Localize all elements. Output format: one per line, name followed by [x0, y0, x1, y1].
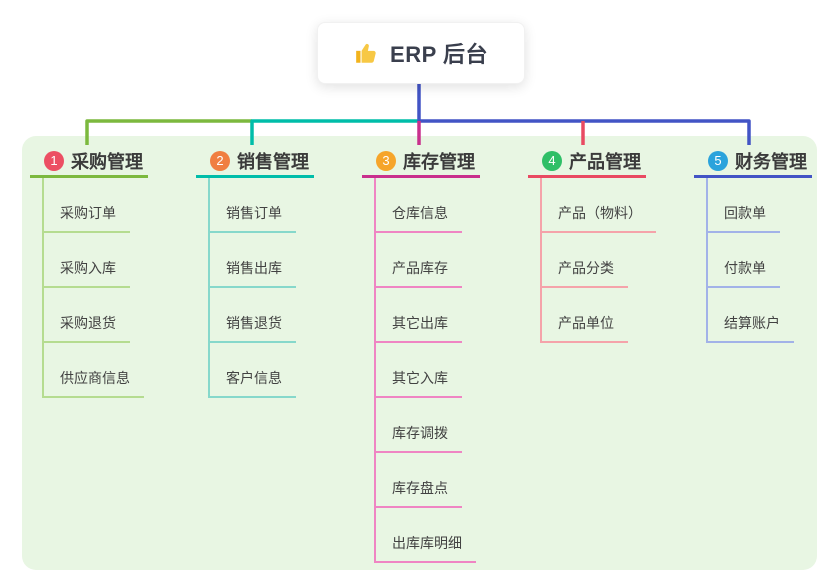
branch-number-badge: 3: [376, 151, 396, 171]
mindmap-child-node[interactable]: 仓库信息: [376, 178, 462, 233]
branch-node-sales[interactable]: 2 销售管理: [196, 147, 314, 178]
child-label: 客户信息: [226, 370, 282, 386]
branch-number-badge: 4: [542, 151, 562, 171]
mindmap-child-node[interactable]: 销售退货: [210, 288, 296, 343]
child-label: 销售出库: [226, 260, 282, 276]
child-label: 产品库存: [392, 260, 448, 276]
child-label: 产品（物料）: [558, 205, 642, 221]
branch-title: 财务管理: [735, 152, 807, 172]
child-label: 其它入库: [392, 370, 448, 386]
branch-title: 销售管理: [237, 152, 309, 172]
child-label: 销售订单: [226, 205, 282, 221]
child-label: 采购退货: [60, 315, 116, 331]
mindmap-child-node[interactable]: 产品（物料）: [542, 178, 656, 233]
branch-children: 销售订单 销售出库 销售退货 客户信息: [208, 178, 296, 398]
child-label: 产品单位: [558, 315, 614, 331]
mindmap-child-node[interactable]: 付款单: [708, 233, 780, 288]
branch-node-finance[interactable]: 5 财务管理: [694, 147, 812, 178]
child-label: 库存盘点: [392, 480, 448, 496]
child-label: 供应商信息: [60, 370, 130, 386]
branch-node-purchase[interactable]: 1 采购管理: [30, 147, 148, 178]
root-node-label: ERP 后台: [390, 42, 488, 67]
branch-title: 产品管理: [569, 152, 641, 172]
branch-node-inventory[interactable]: 3 库存管理: [362, 147, 480, 178]
child-label: 回款单: [724, 205, 766, 221]
mindmap-child-node[interactable]: 产品库存: [376, 233, 462, 288]
branch-children: 产品（物料） 产品分类 产品单位: [540, 178, 656, 343]
branch-title: 库存管理: [403, 152, 475, 172]
mindmap-child-node[interactable]: 销售出库: [210, 233, 296, 288]
mindmap-child-node[interactable]: 出库库明细: [376, 508, 476, 563]
mindmap-child-node[interactable]: 销售订单: [210, 178, 296, 233]
branch-number-badge: 1: [44, 151, 64, 171]
child-label: 采购入库: [60, 260, 116, 276]
child-label: 采购订单: [60, 205, 116, 221]
mindmap-child-node[interactable]: 客户信息: [210, 343, 296, 398]
child-label: 结算账户: [724, 315, 780, 331]
mindmap-child-node[interactable]: 产品单位: [542, 288, 628, 343]
child-label: 付款单: [724, 260, 766, 276]
branch-children: 仓库信息 产品库存 其它出库 其它入库 库存调拨 库存盘点 出库库明细: [374, 178, 476, 563]
mindmap-child-node[interactable]: 其它出库: [376, 288, 462, 343]
branch-finance-management: 5 财务管理 回款单 付款单 结算账户: [694, 147, 812, 343]
child-label: 产品分类: [558, 260, 614, 276]
branch-children: 采购订单 采购入库 采购退货 供应商信息: [42, 178, 144, 398]
branch-number-badge: 5: [708, 151, 728, 171]
child-label: 销售退货: [226, 315, 282, 331]
thumbs-up-icon: [356, 43, 376, 63]
mindmap-child-node[interactable]: 采购入库: [44, 233, 130, 288]
mindmap-child-node[interactable]: 产品分类: [542, 233, 628, 288]
mindmap-child-node[interactable]: 结算账户: [708, 288, 794, 343]
mindmap-root-node[interactable]: ERP 后台: [317, 22, 525, 84]
child-label: 库存调拨: [392, 425, 448, 441]
mindmap-child-node[interactable]: 采购订单: [44, 178, 130, 233]
branch-children: 回款单 付款单 结算账户: [706, 178, 794, 343]
mindmap-child-node[interactable]: 库存调拨: [376, 398, 462, 453]
branch-title: 采购管理: [71, 152, 143, 172]
child-label: 仓库信息: [392, 205, 448, 221]
mindmap-child-node[interactable]: 回款单: [708, 178, 780, 233]
branch-node-product[interactable]: 4 产品管理: [528, 147, 646, 178]
branch-product-management: 4 产品管理 产品（物料） 产品分类 产品单位: [528, 147, 656, 343]
branch-purchase-management: 1 采购管理 采购订单 采购入库 采购退货 供应商信息: [30, 147, 148, 398]
branch-number-badge: 2: [210, 151, 230, 171]
child-label: 出库库明细: [392, 535, 462, 551]
branch-sales-management: 2 销售管理 销售订单 销售出库 销售退货 客户信息: [196, 147, 314, 398]
child-label: 其它出库: [392, 315, 448, 331]
mindmap-background-panel: [22, 136, 817, 570]
mindmap-child-node[interactable]: 采购退货: [44, 288, 130, 343]
mindmap-child-node[interactable]: 库存盘点: [376, 453, 462, 508]
mindmap-child-node[interactable]: 其它入库: [376, 343, 462, 398]
mindmap-child-node[interactable]: 供应商信息: [44, 343, 144, 398]
branch-inventory-management: 3 库存管理 仓库信息 产品库存 其它出库 其它入库 库存调拨 库存盘点 出库库…: [362, 147, 480, 563]
